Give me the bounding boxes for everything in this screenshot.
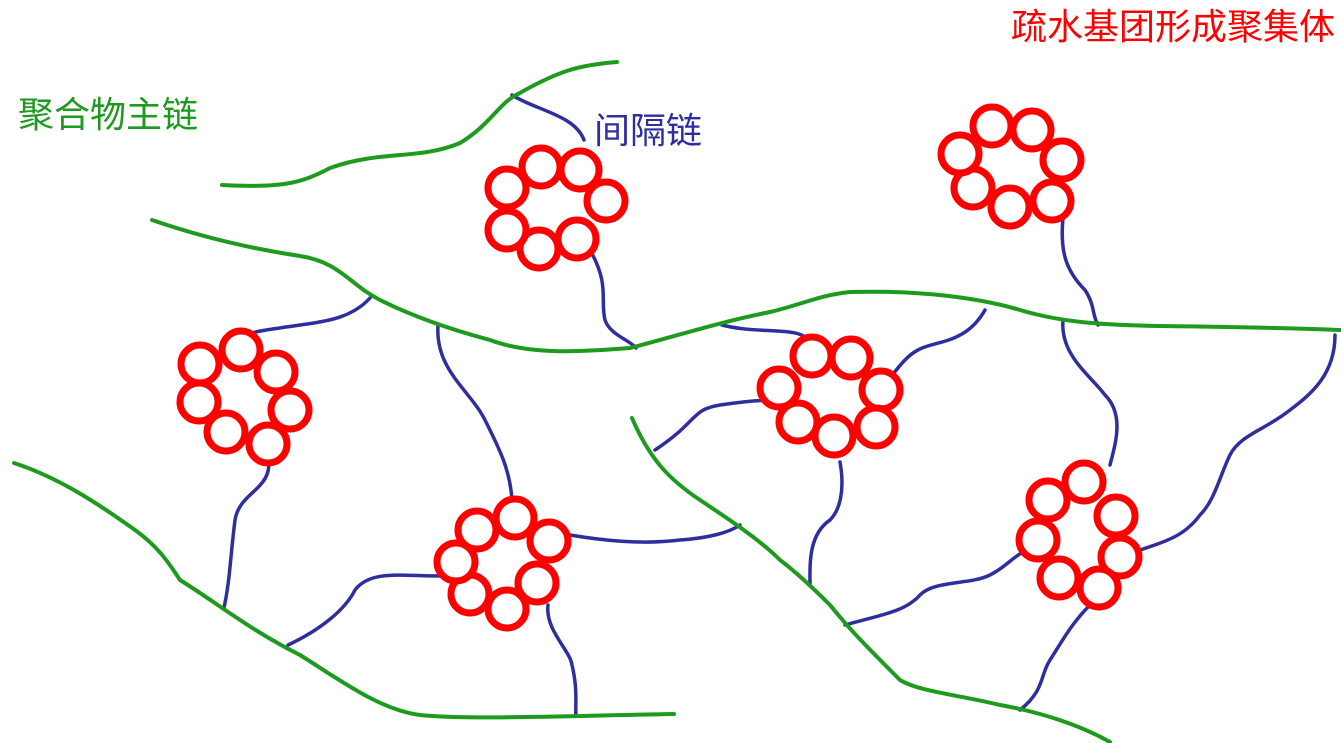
aggregate-cluster bbox=[1015, 459, 1143, 611]
spacer-chain bbox=[238, 296, 372, 338]
hydrophobic-bead bbox=[1009, 107, 1055, 153]
hydrophobic-bead bbox=[583, 178, 629, 224]
backbone-chains bbox=[12, 60, 1341, 743]
hydrophobic-aggregates bbox=[176, 103, 1143, 632]
hydrophobic-bead bbox=[775, 399, 821, 445]
spacer-chain bbox=[888, 308, 987, 380]
spacer-chain bbox=[808, 460, 844, 587]
hydrophobic-bead bbox=[1097, 534, 1143, 580]
hydrophobic-bead bbox=[514, 560, 560, 606]
hydrophobic-bead bbox=[853, 404, 899, 450]
hydrophobic-bead bbox=[1061, 459, 1107, 505]
hydrophobic-bead bbox=[969, 103, 1015, 149]
hydrophobic-bead bbox=[1025, 477, 1071, 523]
hydrophobic-bead bbox=[218, 327, 264, 373]
hydrophobic-bead bbox=[554, 216, 600, 262]
hydrophobic-bead bbox=[177, 341, 223, 387]
hydrophobic-bead bbox=[484, 586, 530, 632]
hydrophobic-bead bbox=[484, 165, 530, 211]
hydrophobic-bead bbox=[245, 421, 291, 467]
hydrophobic-bead bbox=[789, 333, 835, 379]
hydrophobic-bead bbox=[516, 226, 562, 272]
spacer-label: 间隔链 bbox=[594, 111, 703, 152]
backbone-chain bbox=[630, 416, 1112, 743]
hydrophobic-bead bbox=[1076, 565, 1122, 611]
aggregate-cluster bbox=[484, 144, 629, 272]
hydrophobic-bead bbox=[1093, 493, 1139, 539]
aggregate-label: 疏水基团形成聚集体 bbox=[1010, 7, 1335, 48]
spacer-chain bbox=[1061, 318, 1119, 467]
hydrophobic-bead bbox=[492, 495, 538, 541]
hydrophobic-bead bbox=[828, 335, 874, 381]
hydrophobic-bead bbox=[987, 184, 1033, 230]
hydrophobic-bead bbox=[203, 409, 249, 455]
spacer-chain bbox=[1060, 216, 1100, 327]
spacer-chain bbox=[222, 453, 271, 610]
hydrophobic-bead bbox=[253, 349, 299, 395]
spacer-chain bbox=[546, 603, 578, 718]
aggregate-cluster bbox=[756, 333, 904, 459]
hydrophobic-bead bbox=[1015, 517, 1061, 563]
hydrophobic-bead bbox=[433, 539, 479, 585]
backbone-chain bbox=[150, 218, 632, 354]
hydrophobic-bead bbox=[811, 413, 857, 459]
hydrophobic-bead bbox=[484, 207, 530, 253]
aggregate-cluster bbox=[433, 495, 572, 632]
spacer-chain bbox=[568, 523, 742, 544]
spacer-chain bbox=[1138, 333, 1337, 552]
spacer-chains bbox=[222, 93, 1337, 718]
backbone-label: 聚合物主链 bbox=[18, 95, 199, 136]
hydrophobic-bead bbox=[1039, 137, 1085, 183]
backbone-chain bbox=[220, 60, 619, 188]
hydrophobic-bead bbox=[756, 365, 802, 411]
spacer-chain bbox=[843, 546, 1037, 627]
spacer-chain bbox=[436, 323, 514, 502]
hydrophobic-bead bbox=[858, 367, 904, 413]
hydrophobic-bead bbox=[454, 507, 500, 553]
hydrophobic-bead bbox=[526, 518, 572, 564]
hydrophobic-bead bbox=[1029, 178, 1075, 224]
spacer-chain bbox=[286, 573, 442, 647]
spacer-chain bbox=[510, 93, 586, 142]
backbone-chain bbox=[12, 461, 676, 720]
hydrophobic-bead bbox=[267, 387, 313, 433]
hydrophobic-bead bbox=[937, 131, 983, 177]
spacer-chain bbox=[1018, 603, 1092, 712]
hydrophobic-bead bbox=[176, 379, 222, 425]
aggregate-cluster bbox=[937, 103, 1085, 230]
hydrophobic-bead bbox=[1036, 555, 1082, 601]
hydrophobic-bead bbox=[557, 147, 603, 193]
backbone-chain bbox=[628, 289, 1341, 350]
spacer-chain bbox=[588, 248, 638, 350]
spacer-chain bbox=[653, 398, 777, 452]
aggregate-cluster bbox=[176, 327, 313, 467]
